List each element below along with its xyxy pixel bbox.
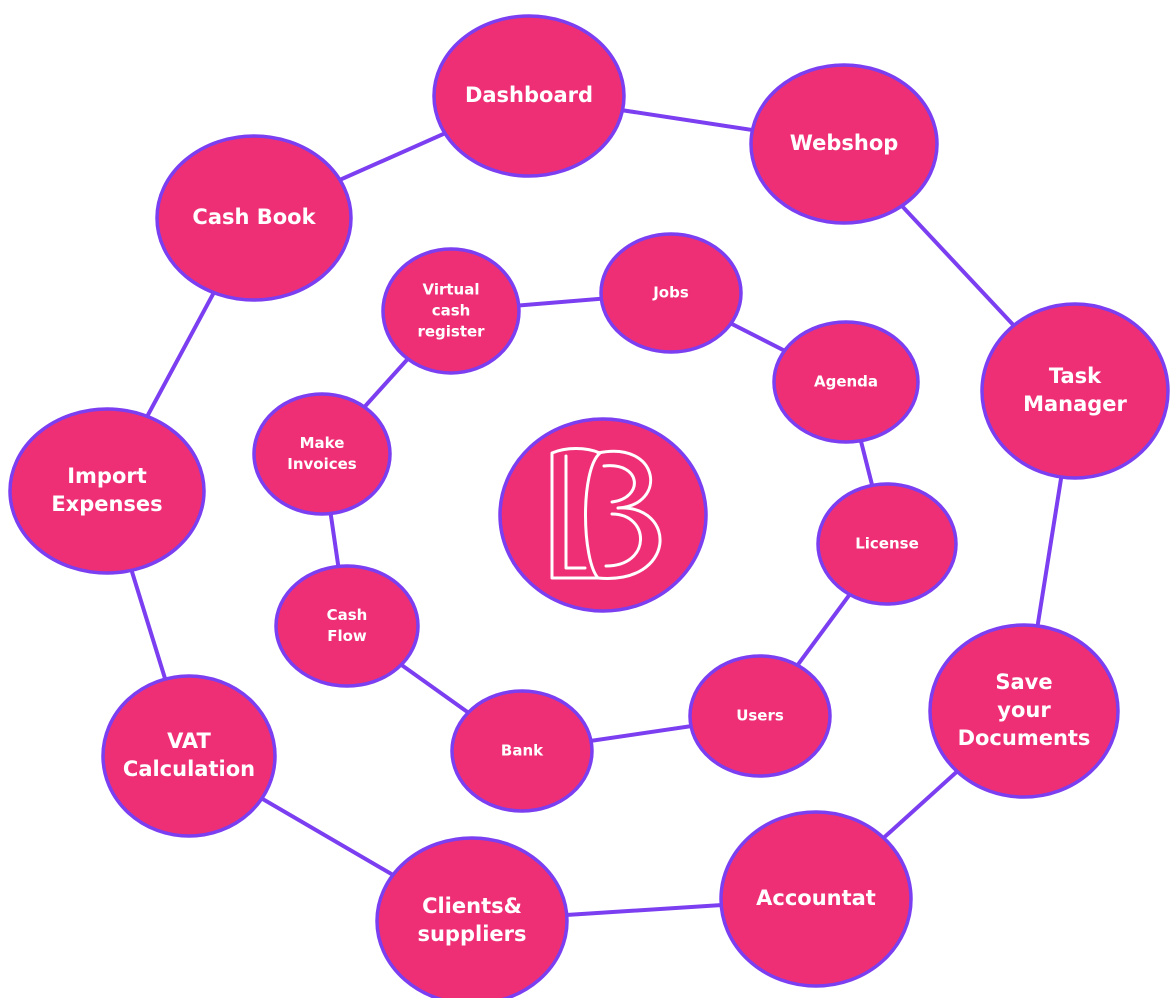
node-circle-task-manager[interactable] — [980, 302, 1170, 480]
node-clients-suppliers[interactable]: Clients&suppliers — [375, 836, 569, 998]
center-logo — [498, 417, 708, 613]
node-jobs[interactable]: Jobs — [599, 232, 743, 354]
node-circle-users[interactable] — [688, 654, 832, 778]
outer-ring-connector — [104, 93, 1078, 924]
node-circle-bank[interactable] — [450, 689, 594, 813]
node-circle-agenda[interactable] — [772, 320, 920, 444]
node-circle-vat-calculation[interactable] — [101, 674, 277, 838]
node-circle-virtual-cash-register[interactable] — [381, 247, 521, 375]
node-circle-accountat[interactable] — [719, 810, 913, 988]
node-circle-make-invoices[interactable] — [252, 392, 392, 516]
node-circle-dashboard[interactable] — [432, 14, 626, 178]
node-dashboard[interactable]: Dashboard — [432, 14, 626, 178]
node-cash-book[interactable]: Cash Book — [155, 134, 353, 302]
node-webshop[interactable]: Webshop — [749, 63, 939, 225]
node-circle-import-expenses[interactable] — [8, 407, 206, 575]
node-accountat[interactable]: Accountat — [719, 810, 913, 988]
node-license[interactable]: License — [816, 482, 958, 606]
node-circle-clients-suppliers[interactable] — [375, 836, 569, 998]
node-circle-save-your-documents[interactable] — [928, 623, 1120, 799]
logo-circle — [498, 417, 708, 613]
node-circle-cash-book[interactable] — [155, 134, 353, 302]
node-circle-webshop[interactable] — [749, 63, 939, 225]
node-bank[interactable]: Bank — [450, 689, 594, 813]
node-users[interactable]: Users — [688, 654, 832, 778]
node-circle-license[interactable] — [816, 482, 958, 606]
node-circle-cash-flow[interactable] — [274, 564, 420, 688]
node-agenda[interactable]: Agenda — [772, 320, 920, 444]
node-circle-jobs[interactable] — [599, 232, 743, 354]
lb-logo-icon — [550, 447, 662, 580]
